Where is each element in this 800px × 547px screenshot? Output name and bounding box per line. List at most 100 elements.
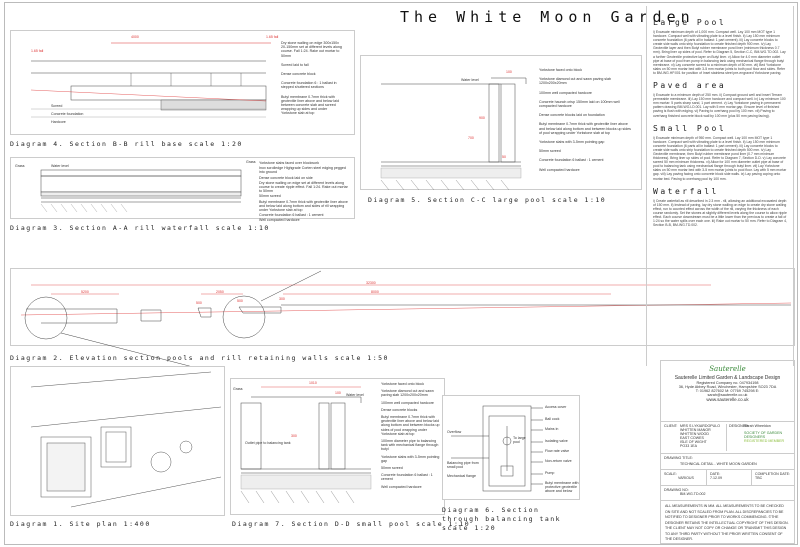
client-line: PO33 1EA — [680, 444, 697, 448]
callout-label: To large pool — [513, 436, 526, 445]
callout-label: Yorkstone diamond cut and sawn paving sl… — [381, 389, 434, 398]
dimension-label: 2050 — [216, 290, 224, 294]
callout-label: Grass — [233, 387, 243, 391]
callout-label: Yorkstone slabs faced over blockwork — [259, 161, 319, 165]
callout-label: Yorkstone slabs with 3-5mm pointing gap — [539, 140, 605, 145]
callout-label: Butyl membrane 0.7mm thick with geotexti… — [281, 94, 339, 116]
client-label: CLIENT: — [664, 424, 678, 428]
specification-notes: Large Pool i) Excavate minimum depth of … — [646, 6, 794, 366]
callout-label: Yorkstone faced onto block — [381, 382, 425, 386]
notes-heading: Paved area — [653, 81, 727, 91]
callout-label: Hardcore — [51, 120, 66, 124]
sgd-logo: SOCIETY OF GARDEN DESIGNERS — [744, 431, 783, 439]
callout-label: Concrete foundation 6 ballast : 1 cement — [539, 158, 604, 163]
callout-label: Grass — [15, 164, 25, 168]
drawing-no: BM-WG.TD.002 — [680, 492, 706, 496]
diagram-4-panel: 4000 1.65 fall 1.65 fall Screed Concrete… — [10, 30, 355, 135]
diagram-3-drawing — [40, 169, 242, 213]
dimension-label: 8000 — [371, 290, 379, 294]
dimension-label: 700 — [468, 136, 474, 140]
dimension-label: 5200 — [81, 290, 89, 294]
callout-label: Dense concrete blocks — [381, 407, 418, 412]
client-line: ISLE OF WIGHT — [680, 440, 707, 444]
callout-label: Yorkstone faced onto block — [539, 68, 583, 72]
title-block: Sauterelle Sauterelle Limited Garden & L… — [660, 360, 795, 544]
callout-label: Dry stone walling on edge set at differe… — [259, 180, 348, 194]
diagram-6-panel: Overflow Balancing pipe from small pool … — [442, 395, 580, 500]
diagram-5-caption: Diagram 5. Section C-C large pool scale … — [368, 196, 607, 204]
callout-label: Well compacted hardcore — [539, 167, 580, 172]
callout-label: Concrete foundation 6 ballast : 1 cement — [259, 213, 324, 218]
callout-label: Water level — [461, 78, 479, 82]
notes-heading: Large Pool — [653, 18, 727, 27]
date-value: 7.12.09 — [710, 476, 722, 480]
dimension-label: 32300 — [366, 281, 376, 285]
dimension-label: 100 — [506, 70, 512, 74]
callout-label: Outlet pipe to balancing tank — [245, 441, 291, 445]
diagram-2-panel: 32300 5200 2050 8000 500 500 300 — [10, 268, 795, 370]
scale-label: SCALE: — [664, 472, 677, 476]
diagram-4-callouts: Dry stone walling on edge 300x150x 20-15… — [281, 41, 343, 116]
sheet-title: The White Moon Garden — [400, 8, 695, 26]
callout-label: 50mm screed — [539, 149, 561, 154]
dimension-label: 900 — [479, 116, 485, 120]
client-line: EAST COWES — [680, 436, 704, 440]
notes-heading: Small Pool — [653, 123, 727, 133]
completion-label: COMPLETION DATE: — [755, 472, 791, 476]
diagram-7-panel: 1010 100 300 Grass Water level Outlet pi… — [230, 378, 445, 515]
drawing-title-label: DRAWING TITLE: — [664, 456, 693, 460]
drawing-sheet — [4, 2, 798, 545]
callout-label: Well compacted hardcore — [259, 218, 300, 223]
callout-label: Balancing pipe from small pool — [447, 461, 479, 470]
callout-label: Non-return valve — [545, 459, 572, 463]
callout-label: Concrete foundation 6 : 1 ballast in ste… — [281, 81, 337, 90]
dimension-label: 500 — [196, 301, 202, 305]
callout-label: Water level — [346, 393, 364, 397]
company-website: www.sauterelle.co.uk — [706, 397, 749, 402]
callout-label: Dense concrete block — [281, 72, 316, 77]
callout-label: Yorkstone slabs with 3-5mm pointing gap — [381, 454, 440, 463]
notes-heading: Waterfall — [653, 186, 719, 196]
company-logo: Sauterelle — [709, 365, 746, 373]
callout-label: Mechanical flange — [447, 474, 476, 478]
sgd-member: REGISTERED MEMBER — [744, 439, 785, 443]
callout-label: Dry stone walling on edge 300x150x 20-15… — [281, 41, 342, 58]
callout-label: Overflow — [447, 430, 462, 434]
date-label: DATE: — [710, 472, 721, 476]
diagram-5-callouts: Yorkstone faced onto block Yorkstone dia… — [539, 68, 634, 172]
notes-body: i) Excavate minimum depth of 1,000 mm. C… — [653, 30, 786, 75]
dimension-label: 4000 — [131, 35, 139, 39]
diagram-3-panel: Grass Water level Grass Yorkstone slabs … — [10, 157, 355, 223]
client-line: MRS S LYKIARDOPULO — [680, 424, 721, 428]
callout-label: Concrete foundation — [51, 112, 84, 116]
notes-body: i) Excavate to a minimum depth of 250 mm… — [653, 93, 786, 118]
diagram-3-caption: Diagram 3. Section A-A rill waterfall sc… — [10, 224, 270, 232]
diagram-1-panel — [10, 366, 225, 516]
scale-value: VARIOUS — [678, 476, 694, 480]
designer-label: DESIGNER: — [726, 424, 749, 451]
callout-label: Dense concrete blocks laid on foundation — [539, 113, 605, 118]
callout-label: Ball cock — [545, 417, 560, 421]
callout-label: Pump — [545, 471, 555, 475]
diagram-6-drawing — [451, 405, 543, 492]
callout-label: 50mm screed — [259, 194, 281, 199]
callout-label: Concrete haunch crisp 150mm laid on 100m… — [539, 99, 620, 109]
site-plan-drawing — [30, 371, 222, 508]
diagram-7-callouts: Yorkstone faced onto block Yorkstone dia… — [381, 382, 443, 489]
dimension-label: 1010 — [309, 381, 317, 385]
callout-label: 100mm well compacted hardcore — [539, 90, 592, 95]
callout-label: Access cover — [545, 405, 567, 409]
callout-label: Inox scrolledge Highgrade Corten steel e… — [259, 166, 346, 175]
diagram-6-caption: Diagram 6. Section through balancing tan… — [442, 506, 562, 532]
client-address: MRS S LYKIARDOPULO WHITTEN MANOR WHITTEN… — [676, 424, 726, 451]
callout-label: Isolating valve — [545, 439, 568, 443]
callout-label: Grass — [246, 160, 256, 164]
callout-label: Water level — [51, 164, 69, 168]
diagram-7-caption: Diagram 7. Section D-D small pool scale … — [232, 520, 471, 528]
dimension-label: 1.65 fall — [31, 49, 44, 53]
diagram-5-panel: Water level 100 900 700 50 Yorkstone fac… — [360, 55, 642, 191]
callout-label: Concrete foundation 6 ballast : 1 cement — [381, 473, 433, 482]
callout-label: Butyl membrane 0.7mm thick with geotexti… — [259, 199, 348, 213]
disclaimer: ALL MEASUREMENTS IN MM. ALL MEASUREMENTS… — [661, 500, 794, 546]
diagram-7-drawing — [240, 386, 372, 504]
